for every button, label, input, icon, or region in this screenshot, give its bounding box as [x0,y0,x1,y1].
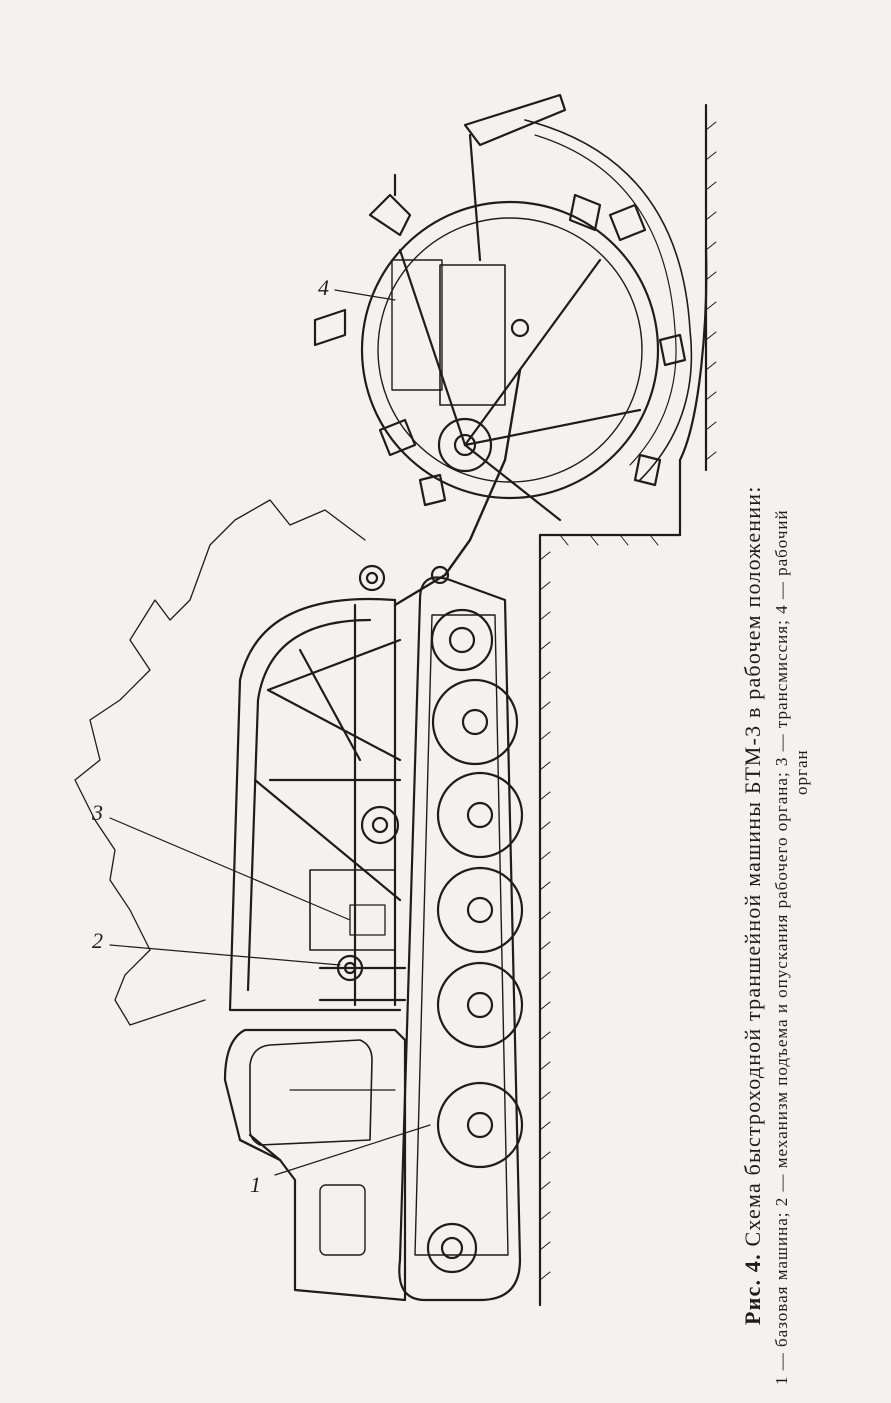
lift-mechanism [318,954,407,1002]
background-treeline [74,499,366,1026]
caption-legend-line-1: 1 — базовая машина; 2 — механизм подъема… [772,509,791,1385]
callout-1: 1 [250,1172,261,1197]
callout-4: 4 [318,275,329,300]
caption-title-line: Рис. 4. Схема быстроходной траншейной ма… [740,5,766,1325]
cab-body [223,1028,407,1302]
road-wheels [426,608,524,1274]
crawler-track [398,576,522,1302]
frame-boom [228,598,402,1012]
linkage-arm [358,318,530,607]
caption-legend-line-2: орган [792,749,811,795]
rotor-wheel [313,93,693,522]
callout-2: 2 [92,928,103,953]
figure-label: Рис. 4. [740,1253,765,1325]
figure-caption: Рис. 4. Схема быстроходной траншейной ма… [740,5,812,1385]
ground-surface [538,103,717,1307]
callout-leaders [109,289,431,1176]
figure-title: Схема быстроходной траншейной машины БТМ… [740,485,765,1247]
callout-3: 3 [92,800,103,825]
